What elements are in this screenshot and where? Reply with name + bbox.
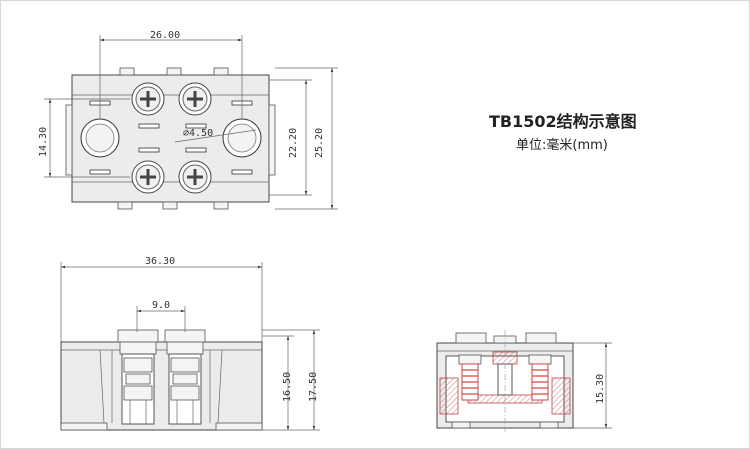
diameter-leader — [174, 129, 257, 143]
top-view-dimensions — [44, 35, 338, 210]
dim-top-height-outer: 25.20 — [314, 128, 325, 158]
mount-hole-left — [80, 118, 120, 158]
dim-front-width: 36.30 — [145, 256, 175, 267]
front-view — [60, 329, 263, 431]
dim-hole-diameter: ⌀4.50 — [183, 128, 213, 139]
screw-top-left — [131, 82, 165, 116]
front-terminal-right — [164, 329, 206, 425]
screw-bottom-left — [131, 160, 165, 194]
dim-top-width: 26.00 — [150, 30, 180, 41]
dim-front-height-inner: 16.50 — [282, 372, 293, 402]
dim-top-height-inner: 22.20 — [288, 128, 299, 158]
front-view-dimensions — [60, 262, 320, 431]
side-section-view — [436, 330, 574, 432]
side-screw-right — [528, 354, 552, 401]
dim-top-height-left: 14.30 — [38, 127, 49, 157]
drawing-title: TB1502结构示意图 — [489, 112, 637, 131]
dim-front-height-outer: 17.50 — [308, 372, 319, 402]
top-view — [65, 67, 276, 210]
dim-pitch: 9.0 — [152, 300, 170, 311]
side-screw-left — [458, 354, 482, 401]
front-view-body — [60, 341, 263, 431]
side-view-dimensions — [573, 342, 612, 429]
dim-side-height: 15.30 — [595, 374, 606, 404]
screw-top-right — [178, 82, 212, 116]
screw-bottom-right — [178, 160, 212, 194]
front-terminal-left — [117, 329, 159, 425]
mount-hole-right — [222, 118, 262, 158]
unit-label: 单位:毫米(mm) — [516, 138, 608, 153]
